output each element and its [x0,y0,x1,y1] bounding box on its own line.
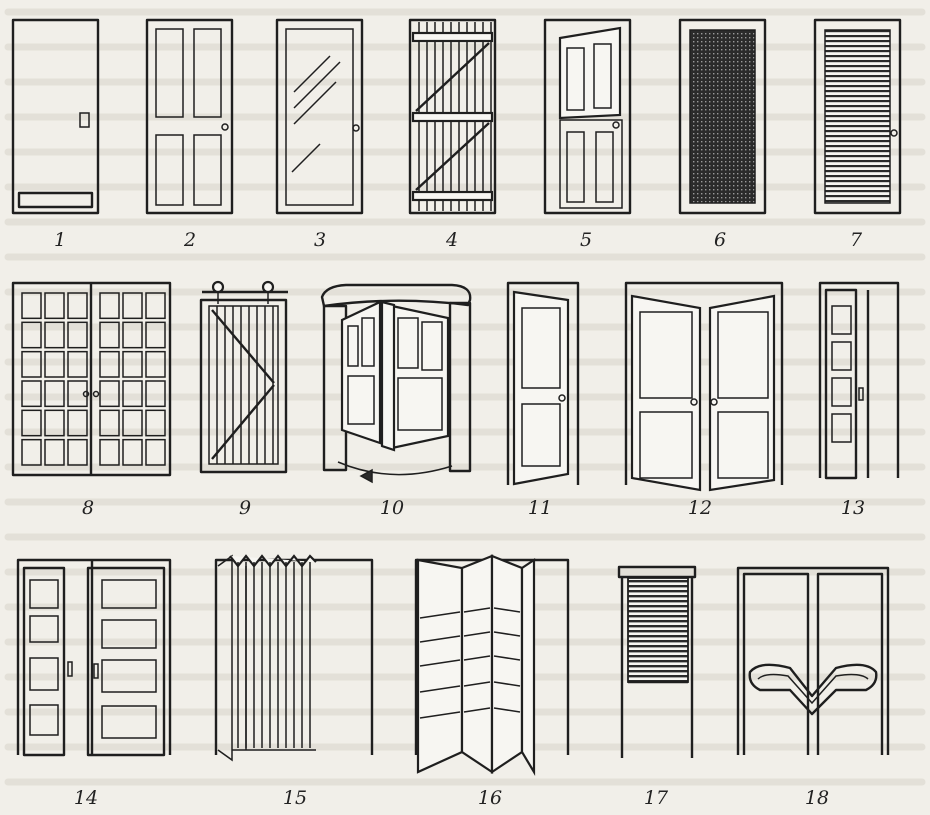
door-4-ledged-braced [408,18,497,215]
glass-lite [99,292,120,320]
glass-lite [122,292,143,320]
glass-lite [67,292,88,320]
door-1-flush [11,18,100,215]
label-door-11: 11 [527,497,553,519]
label-door-17: 17 [643,787,669,809]
label-door-9: 9 [238,497,252,519]
label-door-7: 7 [849,229,863,251]
label-door-16: 16 [477,787,503,809]
glass-lite [67,380,88,408]
label-door-14: 14 [73,787,99,809]
rail-line [419,659,461,667]
glass-lite [21,292,42,320]
glass-lite [145,409,166,437]
glass-lite [21,321,42,349]
door-6-mesh [678,18,767,215]
glass-lite [122,350,143,378]
rail-line [493,707,521,713]
glass-lite [44,438,65,466]
glass-lite [67,409,88,437]
glass-lite [99,350,120,378]
glass-lite [145,380,166,408]
label-door-18: 18 [804,787,830,809]
door-12-double-panel-open [624,281,784,492]
door-7-louvre [813,18,902,215]
rail-line [463,681,491,687]
door-5-stable [543,18,632,215]
label-door-10: 10 [379,497,405,519]
door-18-swing-gate [736,566,890,755]
door-10-revolving [320,283,472,484]
glass-lite [122,409,143,437]
door-16-bifold [414,554,570,776]
rail-line [493,681,521,687]
rail-line [493,655,521,661]
glass-lite [145,350,166,378]
glass-lite [99,380,120,408]
glass-lite [145,292,166,320]
label-door-4: 4 [445,229,459,251]
glass-lite [21,350,42,378]
rail-line [493,631,521,637]
rail-line [493,607,521,613]
label-door-15: 15 [282,787,308,809]
door-17-roller-shutter [617,565,697,758]
door-9-sliding-barn [199,280,288,474]
door-15-accordion [214,554,374,762]
label-door-5: 5 [579,229,593,251]
glass-lite [145,438,166,466]
rail-line [419,611,461,619]
glass-lite [122,438,143,466]
door-11-panel-open [506,281,580,486]
rail-line [419,685,461,693]
glass-lite [21,438,42,466]
glass-lite [145,321,166,349]
glass-lite [67,438,88,466]
glass-lite [67,321,88,349]
glass-lite [99,321,120,349]
glass-lite [44,321,65,349]
glass-lite [44,409,65,437]
glass-lite [44,292,65,320]
rail-line [463,631,491,637]
door-2-panel [145,18,234,215]
label-door-2: 2 [183,229,197,251]
glass-lite [99,438,120,466]
label-door-8: 8 [81,497,95,519]
glass-lite [122,380,143,408]
door-13-pocket-sliding [818,281,900,480]
label-door-6: 6 [713,229,727,251]
rail-line [419,711,461,719]
door-8-double-glazed [11,281,172,477]
rail-line [463,655,491,661]
label-door-3: 3 [313,229,327,251]
glass-lite [44,350,65,378]
label-door-13: 13 [840,497,866,519]
glass-lite [67,350,88,378]
glass-lite [21,409,42,437]
door-3-glazed [275,18,364,215]
rail-line [463,707,491,713]
rail-line [463,607,491,613]
glass-lite [44,380,65,408]
door-14-double-sliding [16,558,172,757]
label-door-12: 12 [687,497,713,519]
glass-lite [21,380,42,408]
label-door-1: 1 [53,229,67,251]
glass-lite [122,321,143,349]
glass-lite [99,409,120,437]
rail-line [419,635,461,643]
